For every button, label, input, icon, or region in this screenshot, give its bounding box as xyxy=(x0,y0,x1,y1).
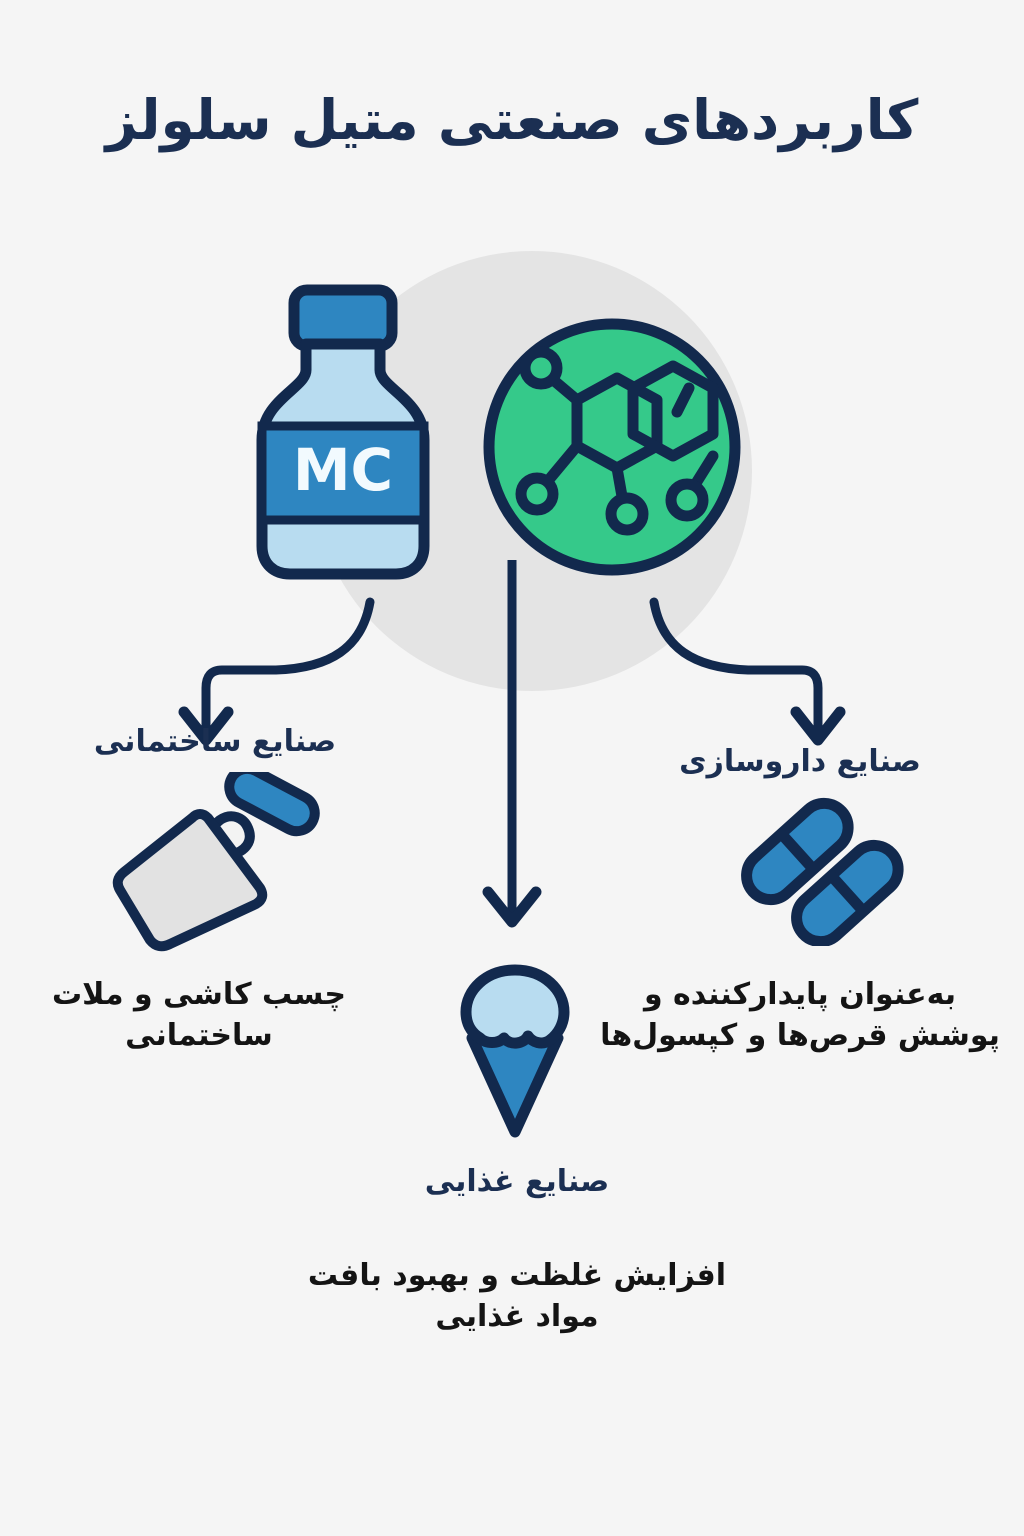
branch-heading-food: صنایع غذایی xyxy=(424,1164,610,1199)
trowel-icon xyxy=(112,772,320,952)
page-title-block: کاربردهای صنعتی متیل سلولز xyxy=(0,86,1024,155)
page-title: کاربردهای صنعتی متیل سلولز xyxy=(105,88,919,152)
capsule-upper xyxy=(741,797,854,906)
branch-description-pharmaceutical: به‌عنوان پایدارکننده و پوشش قرص‌ها و کپس… xyxy=(600,977,1000,1053)
bottle-label-text: MC xyxy=(293,436,393,504)
bottle-cap xyxy=(288,284,398,352)
molecule-nodes xyxy=(515,346,709,536)
branch-connectors xyxy=(178,560,846,928)
branch-heading-pharmaceutical: صنایع داروسازی xyxy=(679,744,921,779)
capsule-lower xyxy=(791,839,904,946)
capsule-pills-icon xyxy=(741,797,904,946)
cone-base xyxy=(466,1032,564,1138)
connector-right-path xyxy=(649,597,823,737)
connector-right-arrowhead xyxy=(790,706,846,746)
cone-scoop xyxy=(460,964,570,1049)
connector-left-path xyxy=(201,597,375,737)
molecule-circle-icon xyxy=(483,318,741,576)
connector-center-arrowhead xyxy=(482,886,542,928)
branch-heading-construction: صنایع ساختمانی xyxy=(93,724,337,759)
trowel-handle xyxy=(224,772,320,837)
medicine-bottle-icon: MC xyxy=(256,284,430,580)
bottle-label-band xyxy=(257,421,429,525)
branch-description-construction: چسب کاشی و ملات ساختمانی xyxy=(52,977,346,1053)
branch-description-food: افزایش غلظت و بهبود بافت مواد غذایی xyxy=(307,1258,727,1334)
ice-cream-cone-icon xyxy=(460,964,570,1138)
connector-left-arrowhead xyxy=(178,706,234,746)
trowel-blade xyxy=(112,809,268,952)
